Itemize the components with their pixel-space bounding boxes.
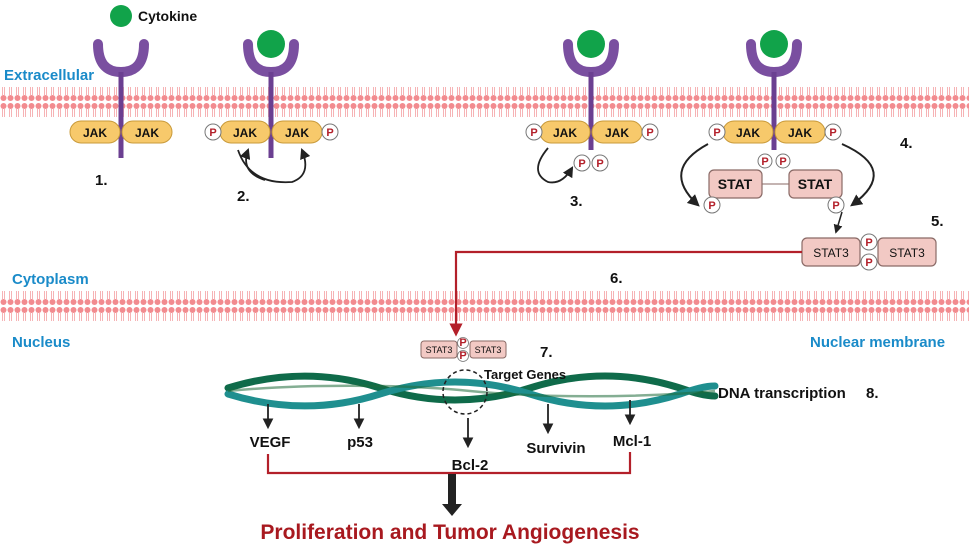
jak-label: JAK	[233, 126, 257, 140]
outcome-bracket	[266, 452, 632, 475]
step-5-label: 5.	[931, 213, 944, 230]
stat-label: STAT	[798, 176, 833, 192]
phosphate	[827, 196, 845, 214]
step-4-label: 4.	[900, 135, 913, 152]
cytokine	[257, 30, 285, 58]
jak-label: JAK	[553, 126, 577, 140]
nuclear-membrane	[0, 291, 969, 325]
phosphate	[824, 123, 842, 141]
receptor-2: JAK JAK P P	[204, 30, 339, 184]
jak-label: JAK	[285, 126, 309, 140]
gene-bcl2: Bcl-2	[452, 457, 489, 474]
jak-label: JAK	[788, 126, 812, 140]
stat-label: STAT	[718, 176, 753, 192]
receptor-3: JAK JAK P P P P	[525, 30, 659, 184]
jak-box	[121, 120, 173, 144]
step-8-label: 8.	[866, 385, 879, 402]
phosphate	[457, 337, 469, 349]
phosphate	[457, 350, 469, 362]
outcome-label: Proliferation and Tumor Angiogenesis	[260, 521, 639, 544]
phosphate	[573, 154, 591, 172]
nucleus-label: Nucleus	[12, 334, 70, 351]
phosphate-label: P	[865, 257, 872, 269]
stat3-box	[469, 340, 507, 359]
cell-membrane	[0, 83, 969, 117]
step-7-label: 7.	[540, 344, 553, 361]
phosphate	[591, 154, 609, 172]
step-2-label: 2.	[237, 188, 250, 205]
phosphate	[641, 123, 659, 141]
phosphate-label: P	[326, 127, 333, 139]
receptor-1: JAK JAK	[69, 39, 173, 158]
cytokine-label: Cytokine	[138, 8, 197, 24]
phosphate	[321, 123, 339, 141]
target-genes-circle	[442, 369, 488, 415]
translocation-arrow	[449, 250, 802, 337]
step-1-label: 1.	[95, 172, 108, 189]
phosphate-label: P	[832, 200, 839, 212]
jak-label: JAK	[83, 126, 107, 140]
jak-label: JAK	[736, 126, 760, 140]
jak-box	[69, 120, 121, 144]
phosphate	[708, 123, 726, 141]
stat3-label: STAT3	[426, 345, 453, 355]
phosphate	[757, 153, 773, 169]
phosphate-label: P	[708, 200, 715, 212]
extracellular-label: Extracellular	[4, 67, 94, 84]
cytokine	[577, 30, 605, 58]
phosphate-label: P	[596, 158, 603, 170]
dna-helix	[224, 372, 719, 410]
stat3-box	[420, 340, 458, 359]
phosphate-label: P	[761, 156, 768, 168]
stat3-label: STAT3	[889, 246, 925, 260]
cytoplasm-label: Cytoplasm	[12, 271, 89, 288]
nuclear-stat3-dimer: STAT3 STAT3 P P	[420, 337, 507, 362]
step-3-label: 3.	[570, 193, 583, 210]
cytokine-legend-icon	[110, 5, 132, 27]
phosphate	[860, 233, 878, 251]
outcome-arrow-shaft	[448, 474, 456, 506]
outcome-arrow-head	[442, 504, 462, 516]
jak-label: JAK	[605, 126, 629, 140]
phosphate	[525, 123, 543, 141]
gene-mcl1: Mcl-1	[613, 433, 651, 450]
stat3-dimer: STAT3 STAT3 P P	[801, 233, 937, 271]
phosphate	[204, 123, 222, 141]
phosphate-label: P	[779, 156, 786, 168]
step-6-label: 6.	[610, 270, 623, 287]
phosphate	[703, 196, 721, 214]
phosphate-label: P	[459, 350, 466, 362]
target-genes-label: Target Genes	[484, 367, 566, 382]
phosphate-label: P	[209, 127, 216, 139]
gene-p53: p53	[347, 434, 373, 451]
gene-survivin: Survivin	[526, 440, 585, 457]
phosphate-label: P	[865, 237, 872, 249]
stat3-label: STAT3	[813, 246, 849, 260]
phosphate-label: P	[829, 127, 836, 139]
cytokine	[760, 30, 788, 58]
jak-label: JAK	[135, 126, 159, 140]
stat3-box	[877, 237, 937, 267]
phosphate-label: P	[646, 127, 653, 139]
receptor-4: JAK JAK P P P P STAT STAT P P	[680, 30, 875, 234]
nuclear-membrane-label: Nuclear membrane	[810, 334, 945, 351]
phosphate-label: P	[459, 337, 466, 349]
phosphate-label: P	[578, 158, 585, 170]
stat3-label: STAT3	[475, 345, 502, 355]
phosphate-label: P	[530, 127, 537, 139]
phosphate	[860, 253, 878, 271]
dna-transcription-label: DNA transcription	[718, 385, 846, 402]
gene-vegf: VEGF	[250, 434, 291, 451]
phosphate	[775, 153, 791, 169]
phosphate-label: P	[713, 127, 720, 139]
